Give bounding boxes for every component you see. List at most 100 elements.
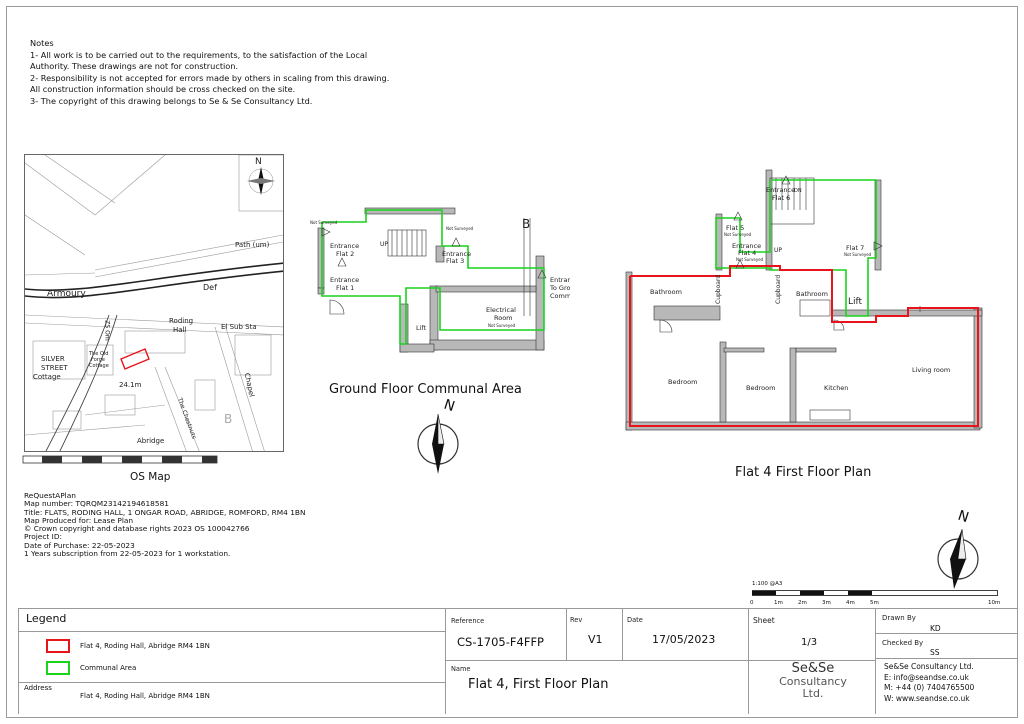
label-cupboard: Cupboard [715, 275, 722, 304]
label-entrance-flat6: Entrance [766, 186, 795, 194]
request-line: Project ID: [24, 532, 62, 542]
notes-line: 3- The copyright of this drawing belongs… [30, 95, 313, 106]
section-mark-b: B [522, 217, 530, 231]
map-label-roding-hall-2: Hall [173, 326, 187, 334]
reference-label: Reference [451, 617, 485, 625]
os-map-scale-bar [22, 455, 218, 464]
label-electrical-room: Electrical [486, 306, 516, 314]
date-label: Date [627, 616, 643, 624]
label-electrical-room-2: Room [494, 314, 513, 322]
scale-tick: 10m [988, 600, 1001, 606]
map-label-el-sub-sta: El Sub Sta [221, 323, 257, 331]
first-floor-title: Flat 4 First Floor Plan [735, 465, 872, 480]
request-a-plan-block: ReQuestAPlan Map number: TQRQM2314219461… [24, 491, 306, 559]
label-entrance-flat4: Entrance [732, 242, 761, 250]
label-not-surveyed: Not Surveyed [446, 226, 474, 231]
label-entrance-flat6-2: Flat 6 [772, 194, 790, 202]
map-label-spot-height: 24.1m [119, 381, 142, 389]
map-label-roding-hall: Roding [169, 317, 194, 325]
scale-tick: 5m [870, 600, 879, 606]
label-entrance-flat2: Entrance [330, 242, 359, 250]
drawing-sheet [6, 6, 1018, 718]
notes-block: Notes 1- All work is to be carried out t… [30, 38, 389, 108]
map-label-path: Path (um) [235, 241, 270, 249]
map-label-zs-om: ZS Om [103, 320, 111, 341]
label-dn: DN [794, 188, 802, 194]
scale-tick: 1m [774, 600, 783, 606]
label-cupboard-2: Cupboard [775, 275, 782, 304]
reference-value: CS-1705-F4FFP [457, 635, 544, 649]
os-map: N Path (um) Armoury Def Roding Hall El S… [24, 154, 284, 452]
request-line: Map number: TQRQM23142194618581 [24, 499, 169, 509]
request-line: 1 Years subscription from 22-05-2023 for… [24, 549, 231, 559]
request-line: © Crown copyright and database rights 20… [24, 524, 250, 534]
map-label-old-forge: The Old [89, 351, 109, 357]
scale-tick: 4m [846, 600, 855, 606]
company-email: E: info@seandse.co.uk [884, 672, 969, 682]
ground-floor-title: Ground Floor Communal Area [329, 382, 522, 397]
notes-line: Authority. These drawings are not for co… [30, 61, 239, 72]
scale-tick: 0 [750, 600, 754, 606]
map-label-silver-street: SILVER [41, 355, 65, 363]
label-up: UP [380, 241, 388, 248]
address-label: Address [24, 684, 52, 692]
logo-line: Consultancy [779, 675, 847, 688]
first-floor-plan: Entrance Flat 6 DN Flat 5 Not Surveyed E… [625, 169, 983, 431]
ground-floor-plan: Entrance Flat 2 Entrance Flat 1 Entrance… [310, 207, 570, 353]
notes-line: All construction information should be c… [30, 84, 296, 95]
legend-item-flat: Flat 4, Roding Hall, Abridge RM4 1BN [80, 642, 210, 650]
request-line: Map Produced for: Lease Plan [24, 515, 134, 525]
company-phone: M: +44 (0) 7404765500 [884, 683, 975, 692]
label-kitchen: Kitchen [824, 384, 848, 392]
legend-title: Legend [26, 612, 67, 625]
notes-line: 1- All work is to be carried out to the … [30, 49, 368, 60]
company-name: Se&Se Consultancy Ltd. [884, 662, 974, 671]
label-up: UP [774, 247, 782, 254]
label-entrance-flat4-2: Flat 4 [738, 249, 756, 257]
label-entrance-gf-3: Communal Area [550, 292, 570, 300]
scale-label: 1:100 @A3 [752, 581, 783, 587]
label-bedroom-2: Bedroom [746, 384, 775, 392]
label-lift: Lift [416, 324, 427, 332]
label-bedroom: Bedroom [668, 378, 697, 386]
label-living-room: Living room [912, 366, 950, 374]
label-not-surveyed: Not Surveyed [310, 220, 338, 225]
map-label-old-forge-2: Forge [91, 357, 105, 363]
request-line: ReQuestAPlan [24, 491, 76, 500]
legend-swatch-flat [46, 639, 70, 653]
map-label-cottage: Cottage [33, 373, 61, 381]
map-label-old-forge-3: Cottage [89, 363, 109, 369]
os-map-title: OS Map [130, 471, 171, 483]
sheet-label: Sheet [753, 616, 775, 625]
scale-bar [752, 590, 998, 596]
company-logo: Se&Se Consultancy Ltd. [754, 662, 872, 700]
notes-heading: Notes [30, 38, 54, 48]
label-entrance-flat2-2: Flat 2 [336, 250, 354, 258]
scale-tick: 2m [798, 600, 807, 606]
drawn-by-value: KD [930, 624, 941, 633]
map-label-armoury: Armoury [47, 289, 86, 299]
rev-label: Rev [570, 616, 583, 624]
legend-item-communal: Communal Area [80, 664, 137, 672]
sheet-value: 1/3 [801, 637, 818, 648]
company-web: W: www.seandse.co.uk [884, 693, 970, 703]
scale-tick: 3m [822, 600, 831, 606]
label-lift: Lift [848, 297, 863, 307]
rev-value: V1 [588, 633, 603, 646]
date-value: 17/05/2023 [652, 633, 716, 646]
drawing-name: Flat 4, First Floor Plan [468, 677, 609, 692]
label-entrance-flat1: Entrance [330, 276, 359, 284]
drawn-by-label: Drawn By [882, 614, 916, 622]
os-map-drawing [25, 155, 283, 451]
os-map-north-label: N [255, 157, 262, 167]
checked-by-label: Checked By [882, 639, 924, 647]
label-not-surveyed: Not Surveyed [844, 252, 872, 257]
map-label-silver-street-2: STREET [41, 364, 68, 372]
label-entrance-flat3: Entrance [442, 250, 471, 258]
map-label-def: Def [203, 283, 217, 292]
label-entrance-gf: Entrance [550, 276, 570, 284]
label-not-surveyed: Not Surveyed [724, 232, 752, 237]
checked-by-value: SS [930, 648, 940, 657]
map-label-abridge: Abridge [137, 437, 165, 445]
legend-swatch-communal [46, 661, 70, 675]
